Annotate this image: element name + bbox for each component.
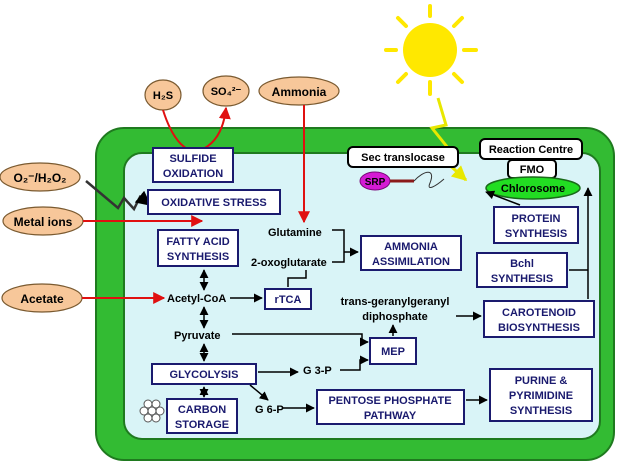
fatty-acid-line2: SYNTHESIS	[167, 251, 229, 263]
fmo-box: FMO	[507, 159, 557, 179]
metal-ions-label: Metal ions	[14, 215, 73, 229]
storage-granules-icon	[139, 399, 165, 423]
bchl-synthesis-box: Bchl SYNTHESIS	[476, 252, 568, 288]
sec-translocase-label: Sec translocase	[361, 152, 445, 164]
protein-synthesis-box: PROTEIN SYNTHESIS	[493, 206, 579, 244]
h2s-label: H₂S	[153, 90, 173, 102]
fatty-acid-line1: FATTY ACID	[166, 236, 229, 248]
carbon-storage-line1: CARBON	[178, 404, 226, 416]
ammonia-label: Ammonia	[272, 85, 327, 99]
pyruvate-label: Pyruvate	[174, 330, 220, 342]
reaction-centre-box: Reaction Centre	[479, 138, 583, 160]
srp-shape: SRP	[359, 171, 445, 191]
reaction-centre-label: Reaction Centre	[489, 144, 573, 156]
pentose-phosphate-line1: PENTOSE PHOSPHATE	[328, 395, 451, 407]
pyruvate-mep-line	[232, 333, 369, 347]
assimilation-bracket	[332, 229, 345, 263]
chlorosome-shape: Chlorosome	[485, 176, 581, 200]
carotenoid-biosynthesis-box: CAROTENOID BIOSYNTHESIS	[483, 300, 595, 338]
rtca-label: rTCA	[275, 294, 302, 306]
purine-line3: SYNTHESIS	[510, 405, 572, 417]
purine-pyrimidine-box: PURINE & PYRIMIDINE SYNTHESIS	[489, 368, 593, 422]
acetyl-coa-label: Acetyl-CoA	[167, 293, 226, 305]
bchl-line1: Bchl	[510, 258, 534, 270]
mep-label: MEP	[381, 346, 405, 358]
carotenoid-line2: BIOSYNTHESIS	[498, 322, 580, 334]
o2-h2o2-oval: O₂⁻/H₂O₂	[0, 162, 81, 192]
acetate-oval: Acetate	[1, 283, 83, 313]
rtca-box: rTCA	[264, 288, 312, 310]
ammonia-assimilation-box: AMMONIA ASSIMILATION	[360, 235, 462, 271]
oxidative-stress-label: OXIDATIVE STRESS	[161, 197, 267, 209]
rtca-oxoglutarate-arrow	[287, 270, 307, 287]
carbon-storage-box: CARBON STORAGE	[166, 398, 238, 434]
purine-line1: PURINE &	[515, 375, 568, 387]
g6p-label: G 6-P	[255, 404, 284, 416]
trans-geranyl-line2: diphosphate	[362, 311, 427, 323]
ammonia-assimilation-line1: AMMONIA	[384, 241, 438, 253]
glycolysis-g6p-arrow	[249, 384, 269, 401]
g3p-label: G 3-P	[303, 365, 332, 377]
oxidative-stress-box: OXIDATIVE STRESS	[147, 189, 281, 215]
protein-chlorosome-arrow	[485, 190, 521, 206]
sulfide-oxidation-line1: SULFIDE	[169, 153, 216, 165]
fmo-label: FMO	[520, 164, 545, 176]
sulfide-oxidation-box: SULFIDE OXIDATION	[152, 147, 234, 183]
sec-translocase-box: Sec translocase	[347, 146, 459, 168]
purine-line2: PYRIMIDINE	[509, 390, 573, 402]
ammonia-assimilation-line2: ASSIMILATION	[372, 256, 450, 268]
glycolysis-label: GLYCOLYSIS	[170, 369, 239, 381]
acetate-label: Acetate	[20, 292, 64, 306]
oxidative-zigzag-arrow	[85, 180, 152, 212]
oxoglutarate-label: 2-oxoglutarate	[251, 257, 327, 269]
sun-icon	[384, 4, 478, 96]
g3p-mep-line	[340, 355, 369, 371]
mep-box: MEP	[369, 337, 417, 365]
o2-h2o2-label: O₂⁻/H₂O₂	[14, 171, 67, 185]
so4-oval: SO₄²⁻	[202, 75, 250, 107]
metal-ions-oval: Metal ions	[2, 206, 84, 236]
h2s-oval: H₂S	[144, 79, 182, 111]
protein-line1: PROTEIN	[512, 213, 561, 225]
fatty-acid-synthesis-box: FATTY ACID SYNTHESIS	[157, 229, 239, 267]
carotenoid-line1: CAROTENOID	[502, 307, 576, 319]
chlorosome-label: Chlorosome	[501, 183, 565, 195]
so4-label: SO₄²⁻	[211, 86, 242, 98]
sulfide-oxidation-line2: OXIDATION	[163, 168, 223, 180]
protein-line2: SYNTHESIS	[505, 228, 567, 240]
pentose-phosphate-line2: PATHWAY	[364, 410, 417, 422]
ammonia-oval: Ammonia	[258, 76, 340, 106]
srp-label: SRP	[365, 177, 386, 188]
glycolysis-box: GLYCOLYSIS	[151, 363, 257, 385]
pentose-phosphate-box: PENTOSE PHOSPHATE PATHWAY	[316, 389, 465, 425]
glutamine-label: Glutamine	[268, 227, 322, 239]
trans-geranyl-line1: trans-geranylgeranyl	[341, 296, 450, 308]
carbon-storage-line2: STORAGE	[175, 419, 229, 431]
bchl-line2: SYNTHESIS	[491, 273, 553, 285]
